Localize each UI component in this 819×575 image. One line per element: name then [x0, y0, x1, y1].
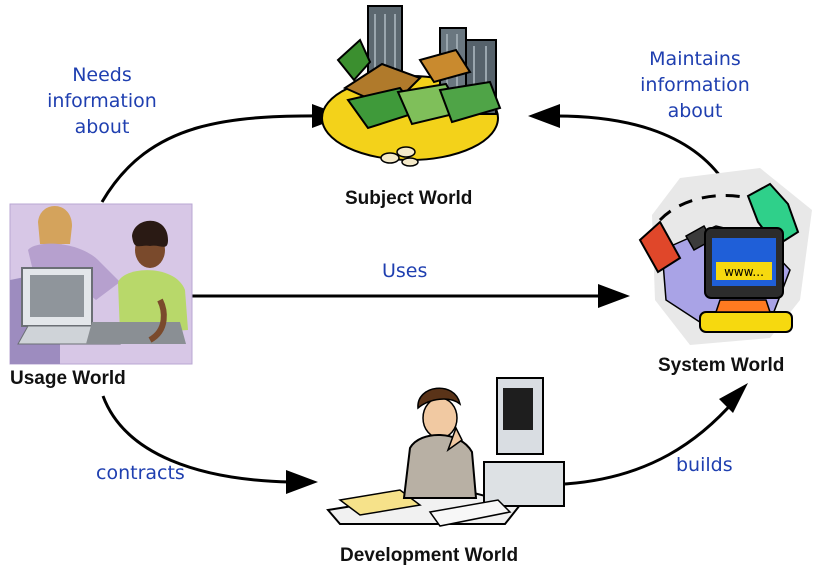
needs-arrow [100, 114, 336, 203]
uses-label: Uses [382, 260, 428, 282]
city-money-clipart-icon [321, 5, 502, 167]
screen-text: www... [724, 265, 764, 279]
satellite-computer-clipart-icon: www... [638, 168, 812, 345]
maintains-line-1: Maintains [649, 48, 741, 70]
needs-line-3: about [74, 116, 130, 138]
maintains-arrow [549, 114, 727, 184]
maintains-arrowhead [528, 104, 560, 128]
maintains-line-3: about [667, 100, 723, 122]
contracts-arrow [101, 395, 291, 484]
office-people-clipart-icon [9, 203, 193, 365]
maintains-label: Maintains information about [630, 46, 760, 124]
development-world-label: Development World [340, 545, 519, 566]
builds-arrowhead [719, 383, 748, 413]
maintains-line-2: information [640, 74, 750, 96]
contracts-label: contracts [96, 462, 185, 484]
system-world-label: System World [658, 355, 785, 376]
needs-line-2: information [47, 90, 157, 112]
woman-at-computer-clipart-icon [326, 377, 565, 527]
needs-line-1: Needs [72, 64, 132, 86]
needs-label: Needs information about [47, 62, 157, 140]
contracts-arrowhead [286, 470, 318, 494]
uses-arrowhead [598, 284, 630, 308]
builds-arrow [564, 399, 737, 486]
subject-world-label: Subject World [345, 188, 473, 209]
usage-world-label: Usage World [10, 368, 126, 389]
builds-label: builds [676, 454, 733, 476]
